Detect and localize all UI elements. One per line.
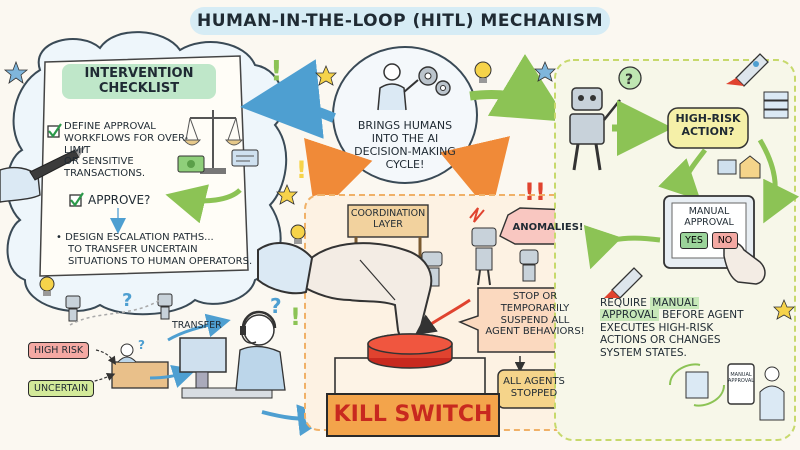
stop-caption-line: TEMPORARILY bbox=[500, 302, 570, 314]
mini-tablet-line: APPROVAL bbox=[728, 378, 755, 384]
require-highlight-approval: APPROVAL bbox=[600, 309, 659, 322]
center-caption-line: INTO THE AI bbox=[371, 131, 439, 145]
star-icon bbox=[3, 60, 29, 84]
center-caption: BRINGS HUMANS INTO THE AI DECISION-MAKIN… bbox=[352, 119, 458, 172]
lightbulb-icon-3 bbox=[290, 224, 306, 244]
checklist-item-define-line: OR SENSITIVE bbox=[64, 156, 134, 168]
manual-approval-panel-line: APPROVAL bbox=[684, 217, 734, 229]
transfer-label: TRANSFER bbox=[172, 320, 222, 331]
star-icon bbox=[773, 298, 795, 320]
approve-label: APPROVE? bbox=[88, 193, 151, 207]
question-mark-icon-2: ? bbox=[270, 294, 282, 318]
scales-icon bbox=[182, 110, 244, 174]
kill-switch-button-art bbox=[334, 333, 486, 399]
rocket-icon bbox=[726, 53, 769, 87]
hand-pressing-icon bbox=[257, 242, 433, 340]
checklist-item-escalation-line: • DESIGN ESCALATION PATHS... bbox=[56, 232, 214, 243]
lightbulb-icon-2 bbox=[474, 61, 492, 83]
coordination-sign-line: COORDINATION bbox=[350, 208, 426, 219]
checklist-item-define-line: TRANSACTIONS. bbox=[64, 168, 146, 180]
checklist-item-escalation-line: TO TRANSFER UNCERTAIN bbox=[68, 243, 198, 255]
center-caption-line: CYCLE! bbox=[385, 157, 425, 171]
checklist-title: INTERVENTION CHECKLIST bbox=[62, 64, 216, 99]
kill-switch-button[interactable]: KILL SWITCH bbox=[326, 393, 500, 437]
require-line: SYSTEM STATES. bbox=[600, 346, 687, 359]
center-caption-line: BRINGS HUMANS bbox=[357, 119, 453, 132]
high-risk-question: HIGH-RISK ACTION? bbox=[668, 112, 748, 139]
page-title: HUMAN-IN-THE-LOOP (HITL) MECHANISM bbox=[190, 7, 610, 35]
agents-stopped-line: STOPPED bbox=[510, 387, 558, 399]
server-cycle-icon bbox=[669, 363, 725, 407]
rocket-icon-2 bbox=[604, 267, 643, 299]
checklist-item-define-line: DEFINE APPROVAL bbox=[64, 121, 156, 132]
uncertain-badge: UNCERTAIN bbox=[28, 380, 95, 398]
robot-icon-b bbox=[471, 227, 497, 286]
robot-small-icon-2 bbox=[157, 293, 173, 320]
exclaim-icon-3: ! bbox=[296, 156, 307, 184]
mini-tablet-line: MANUAL bbox=[730, 372, 752, 378]
star-icon bbox=[276, 183, 298, 205]
center-caption-line: DECISION-MAKING bbox=[354, 144, 456, 158]
arrow-to-checklist bbox=[240, 59, 336, 139]
yes-button[interactable]: YES bbox=[680, 232, 708, 249]
lightbulb-icon bbox=[39, 276, 55, 296]
checklist-item-escalation: • DESIGN ESCALATION PATHS... TO TRANSFER… bbox=[56, 232, 256, 267]
pen-hand-icon bbox=[0, 146, 86, 203]
checklist-item-define: DEFINE APPROVAL WORKFLOWS FOR OVER-LIMIT… bbox=[64, 121, 194, 180]
approval-requirement: REQUIRE MANUAL APPROVAL BEFORE AGENT EXE… bbox=[600, 297, 780, 359]
star-icon bbox=[534, 60, 556, 82]
stop-caption-line: STOP OR bbox=[512, 291, 558, 302]
coordination-sign-line: LAYER bbox=[373, 219, 403, 231]
require-prefix: REQUIRE bbox=[600, 297, 647, 309]
anomalies-exclaim: !! bbox=[524, 178, 546, 206]
checklist-title-line1: INTERVENTION bbox=[84, 66, 194, 81]
question-mark-badge: ? bbox=[138, 338, 145, 352]
exclaim-icon-2: ! bbox=[270, 54, 283, 87]
agents-stopped-line: ALL AGENTS bbox=[503, 376, 565, 387]
human-gears-icon bbox=[377, 63, 451, 111]
checklist-item-escalation-line: SITUATIONS TO HUMAN OPERATORS. bbox=[68, 255, 253, 267]
star-icon bbox=[315, 64, 337, 86]
agents-stopped-label: ALL AGENTS STOPPED bbox=[498, 376, 570, 400]
stop-caption: STOP OR TEMPORARILY SUSPEND ALL AGENT BE… bbox=[480, 291, 590, 338]
checklist-title-line2: CHECKLIST bbox=[98, 81, 180, 97]
arrow-to-approval bbox=[469, 53, 569, 122]
high-risk-badge: HIGH RISK bbox=[28, 342, 90, 360]
stop-caption-line: AGENT BEHAVIORS! bbox=[485, 326, 585, 338]
robot-small-icon bbox=[65, 295, 81, 322]
checklist-item-define-line: WORKFLOWS FOR OVER-LIMIT bbox=[64, 132, 189, 156]
require-line: EXECUTES HIGH-RISK bbox=[600, 321, 714, 334]
mini-tablet-icon bbox=[727, 363, 785, 421]
robot-icon-c bbox=[519, 249, 539, 282]
mini-tablet-label: MANUAL APPROVAL bbox=[728, 372, 754, 384]
question-mark-icon: ? bbox=[122, 290, 132, 311]
anomalies-label: ANOMALIES! bbox=[512, 222, 584, 233]
coordination-sign-label: COORDINATION LAYER bbox=[348, 208, 428, 230]
exclaim-icon: ! bbox=[290, 303, 301, 331]
manual-approval-panel-title: MANUAL APPROVAL bbox=[672, 206, 746, 228]
stop-caption-line: SUSPEND ALL bbox=[500, 314, 570, 326]
cash-icon bbox=[177, 149, 259, 173]
server-stack-icon bbox=[763, 91, 789, 119]
high-risk-question-line: ACTION? bbox=[681, 124, 735, 138]
require-line2-rest: BEFORE AGENT bbox=[662, 309, 744, 322]
require-highlight-manual: MANUAL bbox=[650, 297, 700, 309]
high-risk-bubble bbox=[667, 107, 749, 149]
require-line: ACTIONS OR CHANGES bbox=[600, 334, 721, 347]
svg-text:?: ? bbox=[625, 72, 633, 88]
alert-zigzag-icon bbox=[469, 207, 485, 223]
manual-approval-panel-line: MANUAL bbox=[688, 206, 730, 217]
operator-headset-icon bbox=[179, 310, 286, 399]
high-risk-question-line: HIGH-RISK bbox=[675, 112, 741, 125]
no-button[interactable]: NO bbox=[712, 232, 738, 249]
server-house-icon bbox=[717, 155, 761, 179]
